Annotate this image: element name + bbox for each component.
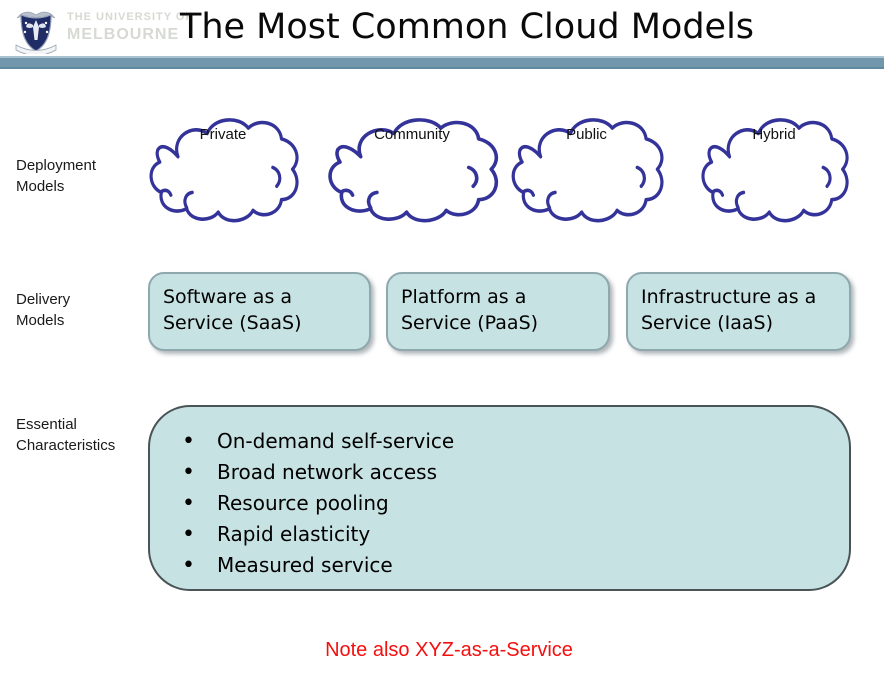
- cloud-hybrid: Hybrid: [696, 112, 852, 230]
- university-name-line1: THE UNIVERSITY OF: [67, 11, 194, 23]
- cloud-label: Community: [374, 126, 450, 143]
- essential-characteristics-panel: On-demand self-service Broad network acc…: [148, 405, 851, 591]
- university-name: THE UNIVERSITY OF MELBOURNE: [67, 11, 193, 44]
- page-title: The Most Common Cloud Models: [179, 7, 755, 47]
- cloud-public: Public: [506, 112, 667, 230]
- university-crest-logo: [13, 6, 59, 56]
- cloud-label: Public: [566, 126, 607, 143]
- header-accent-bar: [0, 56, 884, 69]
- list-item: Broad network access: [150, 457, 849, 488]
- saas-box: Software as a Service (SaaS): [148, 272, 371, 351]
- delivery-models-label: Delivery Models: [16, 291, 71, 329]
- list-item: On-demand self-service: [150, 426, 849, 457]
- cloud-label: Private: [199, 126, 247, 143]
- essential-characteristics-label: Essential Characteristics: [16, 416, 116, 454]
- list-item: Rapid elasticity: [150, 519, 849, 550]
- university-name-line2: MELBOURNE: [67, 26, 180, 44]
- list-item: Resource pooling: [150, 488, 849, 519]
- deployment-models-label: Deployment Models: [16, 157, 97, 195]
- footer-note: Note also XYZ-as-a-Service: [325, 639, 573, 661]
- cloud-label: Hybrid: [752, 126, 796, 143]
- cloud-private: Private: [144, 112, 302, 230]
- list-item: Measured service: [150, 550, 849, 581]
- cloud-community: Community: [322, 112, 502, 230]
- characteristics-list: On-demand self-service Broad network acc…: [150, 407, 849, 581]
- iaas-box: Infrastructure as a Service (IaaS): [626, 272, 851, 351]
- paas-box: Platform as a Service (PaaS): [386, 272, 610, 351]
